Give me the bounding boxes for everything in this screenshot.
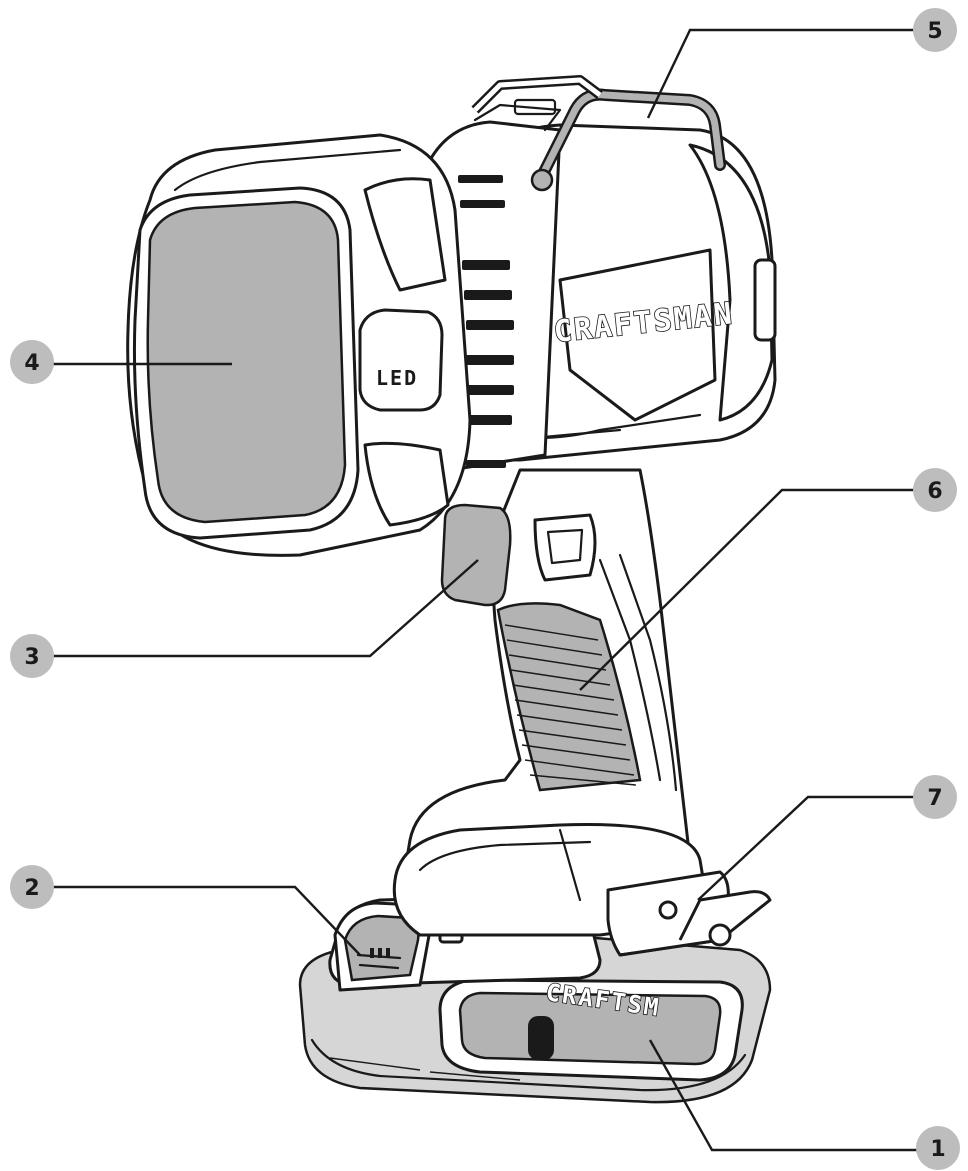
callout-4: 4 bbox=[10, 340, 232, 384]
callout-2-number: 2 bbox=[24, 876, 39, 901]
led-badge-text: LED bbox=[376, 366, 418, 390]
callout-3-number: 3 bbox=[24, 645, 39, 670]
callout-4-number: 4 bbox=[24, 351, 39, 376]
callout-1-number: 1 bbox=[930, 1137, 945, 1162]
callout-3: 3 bbox=[10, 559, 479, 678]
callout-2: 2 bbox=[10, 865, 361, 956]
callout-1: 1 bbox=[648, 1039, 960, 1170]
hang-hook bbox=[471, 75, 726, 192]
callout-7-number: 7 bbox=[927, 786, 942, 811]
callout-5-number: 5 bbox=[927, 19, 942, 44]
light-head: CRAFTSMAN LED bbox=[126, 98, 777, 557]
cooling-fins bbox=[458, 175, 514, 468]
callout-5: 5 bbox=[646, 8, 957, 119]
callouts: 1 2 3 4 5 6 bbox=[10, 8, 960, 1170]
callout-6: 6 bbox=[579, 468, 957, 691]
handle bbox=[392, 468, 772, 957]
callout-7: 7 bbox=[697, 775, 957, 901]
callout-6-number: 6 bbox=[927, 479, 942, 504]
grip-ribs bbox=[504, 624, 637, 786]
